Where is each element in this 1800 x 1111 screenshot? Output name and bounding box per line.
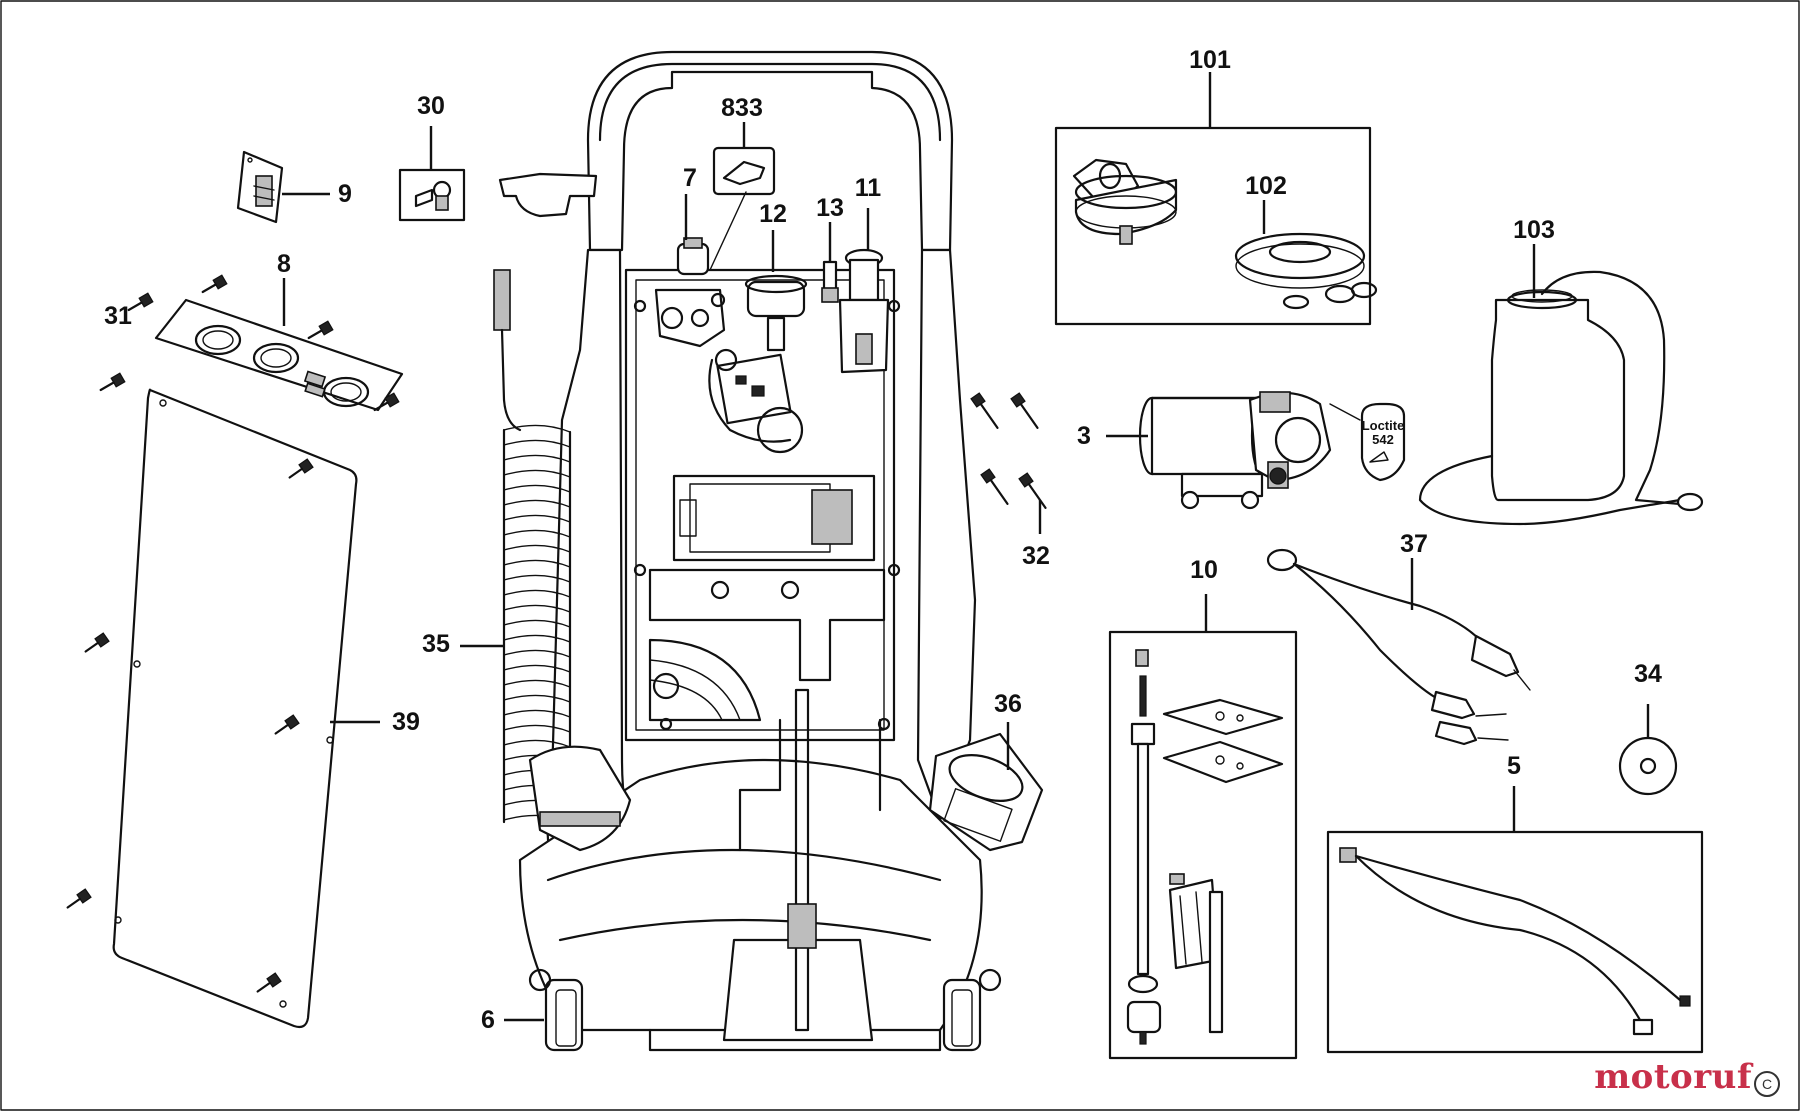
pcb-bracket-9 (236, 150, 284, 224)
float-box-10 (1108, 630, 1298, 1060)
label-36: 36 (994, 690, 1022, 718)
label-13: 13 (816, 194, 844, 222)
side-panel-39 (112, 388, 358, 1029)
plate-screws-31 (99, 274, 400, 412)
label-5: 5 (1507, 752, 1521, 780)
label-12: 12 (759, 200, 787, 228)
label-32: 32 (1022, 542, 1050, 570)
loctite-tube: Loctite 542 (1360, 402, 1406, 482)
screws-32 (970, 392, 1047, 509)
panel-screws (66, 458, 314, 993)
part-labels: 101 102 103 30 833 9 8 31 7 12 13 11 3 3… (104, 46, 1662, 1034)
loctite-line2: 542 (1372, 432, 1394, 447)
control-plate-8 (154, 298, 404, 412)
main-unit (498, 50, 1002, 1052)
label-9: 9 (338, 180, 352, 208)
label-101: 101 (1189, 46, 1231, 74)
holder-36 (928, 732, 1044, 852)
part-30-box (398, 168, 466, 222)
leader-lines (282, 72, 1650, 1022)
label-11: 11 (855, 174, 882, 202)
cable-37 (1266, 548, 1531, 746)
label-833: 833 (721, 94, 763, 122)
label-39: 39 (392, 708, 420, 736)
part-833-box (709, 146, 776, 271)
copyright-badge: C (1754, 1071, 1780, 1097)
label-102: 102 (1245, 172, 1287, 200)
label-37: 37 (1400, 530, 1428, 558)
part-101-box (1054, 126, 1378, 326)
label-34: 34 (1634, 660, 1662, 688)
compressor-3 (1138, 391, 1361, 510)
label-3: 3 (1077, 422, 1091, 450)
washer-34 (1618, 736, 1678, 796)
loctite-line1: Loctite (1362, 418, 1405, 433)
part-5-box (1326, 830, 1704, 1054)
watermark-logo: motoruf (1594, 1057, 1752, 1097)
coil-hose-35 (493, 269, 632, 852)
label-35: 35 (422, 630, 450, 658)
label-6: 6 (481, 1006, 495, 1034)
label-103: 103 (1513, 216, 1555, 244)
label-10: 10 (1190, 556, 1218, 584)
bottle-103 (1418, 270, 1704, 526)
label-8: 8 (277, 250, 291, 278)
label-31: 31 (104, 302, 132, 330)
label-30: 30 (417, 92, 445, 120)
label-7: 7 (683, 164, 697, 192)
